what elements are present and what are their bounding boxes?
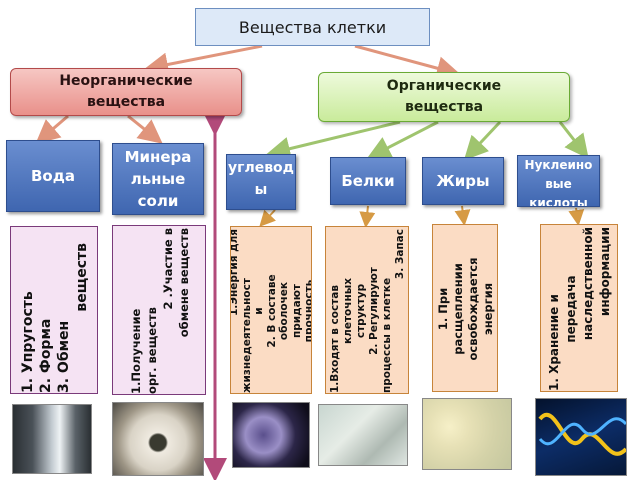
arrow-fats-to-desc [454,205,471,226]
category-fats-label: Жиры [436,172,490,190]
proteins-function-3: 3. Запас [394,229,406,280]
minerals-line3: соли [137,192,179,210]
protein-crystal-photo-icon [318,404,408,466]
dna-helix-photo-icon [535,398,627,476]
fats-function-1d: энергия [481,282,495,336]
carbs-functions-box: 1.Энергия для жизнедеятельност и 2. В со… [230,226,312,394]
category-proteins-label: Белки [341,172,395,190]
carbs-function-2b: оболочек [278,281,291,341]
proteins-function-1c: структур [355,283,367,339]
category-proteins: Белки [330,157,406,205]
fats-function-1c: освобождается [466,257,480,361]
ice-photo-icon [12,404,92,474]
water-functions-box: 1. Упругость 2. Форма 3. Обмен веществ [10,226,98,394]
water-function-2: 2. Форма [38,318,54,393]
proteins-function-1: 1.Входят в состав [329,284,341,393]
minerals-function-2: 2 .Участие в [161,228,175,310]
arrow-inorganic-to-minerals [127,114,163,144]
proteins-function-2b: процессы в клетке [381,277,393,393]
carbs-function-2c: придают [290,284,303,338]
minerals-function-2b: обмене веществ [177,228,191,338]
arrow-title-to-inorganic [144,44,263,77]
mineral-dish-photo-icon [112,402,204,476]
fat-cells-photo-icon [422,398,512,470]
starch-grains-photo-icon [232,402,310,468]
arrow-proteins-to-desc [359,205,376,228]
category-carbohydrates: углевод ы [226,154,296,210]
proteins-function-1b: клеточных [342,278,354,344]
arrow-nucleic-to-desc [568,207,585,226]
nucleic-function-1b: передача [564,275,578,343]
arrow-organic-to-fats [463,120,502,161]
carbs-function-2: 2. В составе [265,274,278,348]
nucleic-functions-text: 1. Хранение и передача наследственной ин… [541,225,617,391]
fats-functions-text: 1. При расщеплении освобождается энергия [433,225,497,391]
title-box: Вещества клетки [195,8,430,46]
category-nucleic-acids: Нуклеино вые кислоты [517,155,600,207]
nucleic-function-1c: наследственной [581,227,595,341]
nucleic-line3: кислоты [529,196,588,207]
minerals-functions-box: 1.Получение орг. веществ 2 .Участие в об… [112,225,206,395]
proteins-functions-text: 1.Входят в состав клеточных структур 2. … [326,227,408,393]
arrow-organic-to-nucleic [558,121,589,159]
inorganic-line2: вещества [86,94,166,110]
nucleic-function-1: 1. Хранение и [547,294,561,391]
minerals-line2: льные [130,170,186,188]
carbs-function-1: 1.Энергия для [230,229,241,317]
carbs-line2: ы [254,182,268,198]
arrow-organic-to-proteins [366,120,439,159]
carbs-line1: углевод [228,160,294,176]
water-function-3: 3. Обмен [56,320,72,393]
category-water: Вода [6,140,100,212]
nucleic-functions-box: 1. Хранение и передача наследственной ин… [540,224,618,392]
minerals-line1: Минера [124,148,192,166]
dna-helix-icon [538,413,626,456]
organic-line1: Органические [386,78,502,94]
fats-function-1b: расщеплении [451,263,465,355]
title-text: Вещества клетки [238,17,387,37]
minerals-function-1: 1.Получение [129,308,143,394]
organic-line2: вещества [404,99,484,115]
proteins-function-2: 2. Регулируют [368,267,380,355]
nucleic-function-1d: информации [598,227,612,317]
nucleic-line1: Нуклеино [524,158,593,172]
arrow-inorganic-to-water [35,114,69,144]
carbs-function-1b: жизнедеятельност [240,278,253,393]
water-function-3b: веществ [74,243,90,312]
water-functions-text: 1. Упругость 2. Форма 3. Обмен веществ [11,227,97,393]
carbs-function-1c: и [253,307,266,315]
organic-substances-box: Органические вещества [318,72,570,122]
fats-function-1: 1. При [436,287,450,331]
minerals-functions-text: 1.Получение орг. веществ 2 .Участие в об… [113,226,205,394]
inorganic-line1: Неорганические [59,73,193,89]
arrow-carbs-to-desc [259,209,277,227]
carbs-functions-text: 1.Энергия для жизнедеятельност и 2. В со… [230,227,312,393]
arrow-title-to-organic [354,44,461,80]
fats-functions-box: 1. При расщеплении освобождается энергия [432,224,498,392]
proteins-functions-box: 1.Входят в состав клеточных структур 2. … [325,226,409,394]
category-water-label: Вода [31,167,75,185]
nucleic-line2: вые [545,177,572,191]
category-minerals: Минера льные соли [112,143,204,215]
water-function-1: 1. Упругость [20,291,36,393]
inorganic-substances-box: Неорганические вещества [10,68,242,116]
arrow-organic-to-carbs [266,120,401,161]
category-fats: Жиры [422,157,504,205]
minerals-function-1b: орг. веществ [145,307,159,394]
carbs-function-2d: прочность [303,279,312,343]
